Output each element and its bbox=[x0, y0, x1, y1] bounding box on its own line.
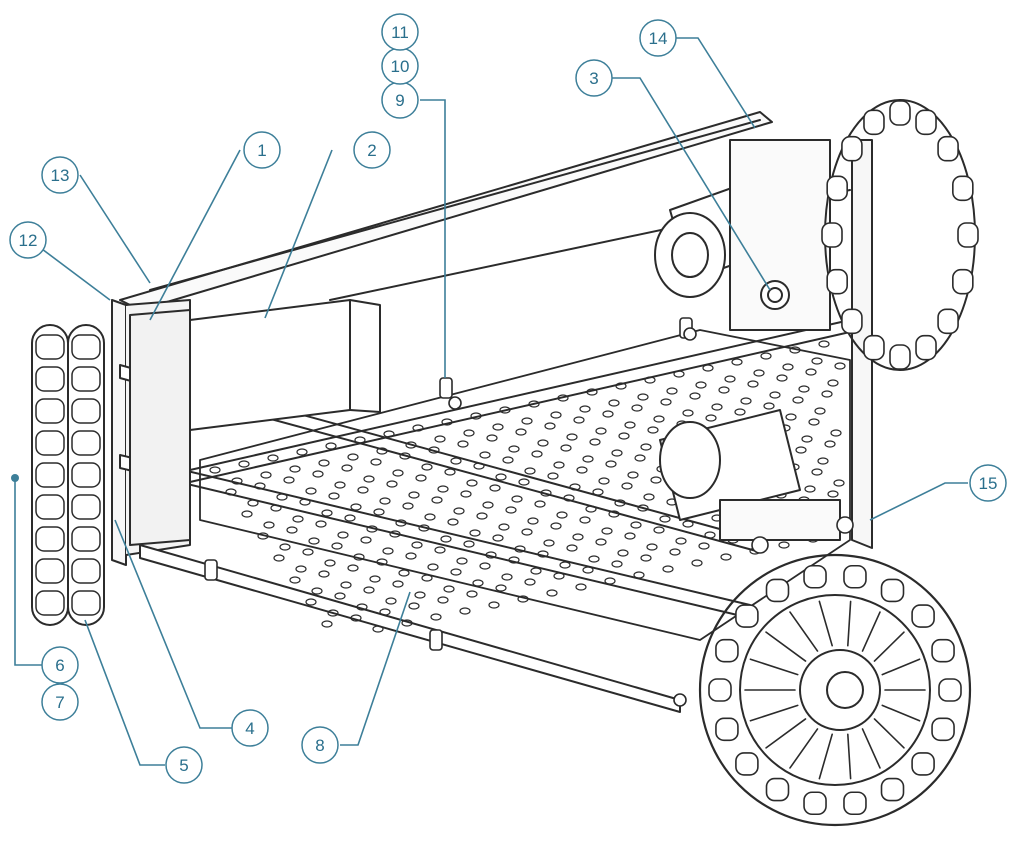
omni-wheel-front-right bbox=[698, 553, 972, 827]
balloon-label-12: 12 bbox=[19, 231, 38, 250]
leader-lines bbox=[14, 37, 968, 766]
balloon-12: 12 bbox=[9, 221, 47, 259]
balloon-14: 14 bbox=[639, 19, 677, 57]
balloon-label-9: 9 bbox=[395, 91, 404, 110]
balloon-label-10: 10 bbox=[391, 57, 410, 76]
balloon-label-5: 5 bbox=[179, 756, 188, 775]
balloon-label-11: 11 bbox=[391, 23, 409, 42]
motor-front bbox=[659, 409, 841, 541]
balloon-10: 10 bbox=[381, 47, 419, 85]
balloon-label-7: 7 bbox=[55, 693, 64, 712]
balloon-3: 3 bbox=[575, 59, 613, 97]
balloon-4: 4 bbox=[231, 709, 269, 747]
battery-box bbox=[129, 299, 381, 546]
balloon-label-6: 6 bbox=[55, 656, 64, 675]
balloon-label-1: 1 bbox=[257, 141, 266, 160]
balloon-label-2: 2 bbox=[367, 141, 376, 160]
balloon-13: 13 bbox=[41, 156, 79, 194]
balloon-label-14: 14 bbox=[649, 29, 668, 48]
balloon-1: 1 bbox=[243, 131, 281, 169]
balloon-2: 2 bbox=[353, 131, 391, 169]
balloon-label-8: 8 bbox=[315, 736, 324, 755]
balloon-label-15: 15 bbox=[979, 474, 998, 493]
balloon-7: 7 bbox=[41, 683, 79, 721]
leader-dot bbox=[11, 474, 19, 482]
balloon-label-4: 4 bbox=[245, 719, 254, 738]
balloon-5: 5 bbox=[165, 746, 203, 784]
balloon-15: 15 bbox=[969, 464, 1007, 502]
omni-wheel-left-pair bbox=[31, 324, 105, 626]
deck-plate bbox=[199, 329, 851, 641]
balloon-8: 8 bbox=[301, 726, 339, 764]
balloon-11: 11 bbox=[381, 13, 419, 51]
fasteners bbox=[204, 317, 854, 707]
balloon-label-13: 13 bbox=[51, 166, 70, 185]
balloon-6: 6 bbox=[41, 646, 79, 684]
balloon-label-3: 3 bbox=[589, 69, 598, 88]
motor-rear bbox=[654, 139, 831, 331]
omni-wheel-rear-right bbox=[821, 99, 979, 371]
balloon-9: 9 bbox=[381, 81, 419, 119]
